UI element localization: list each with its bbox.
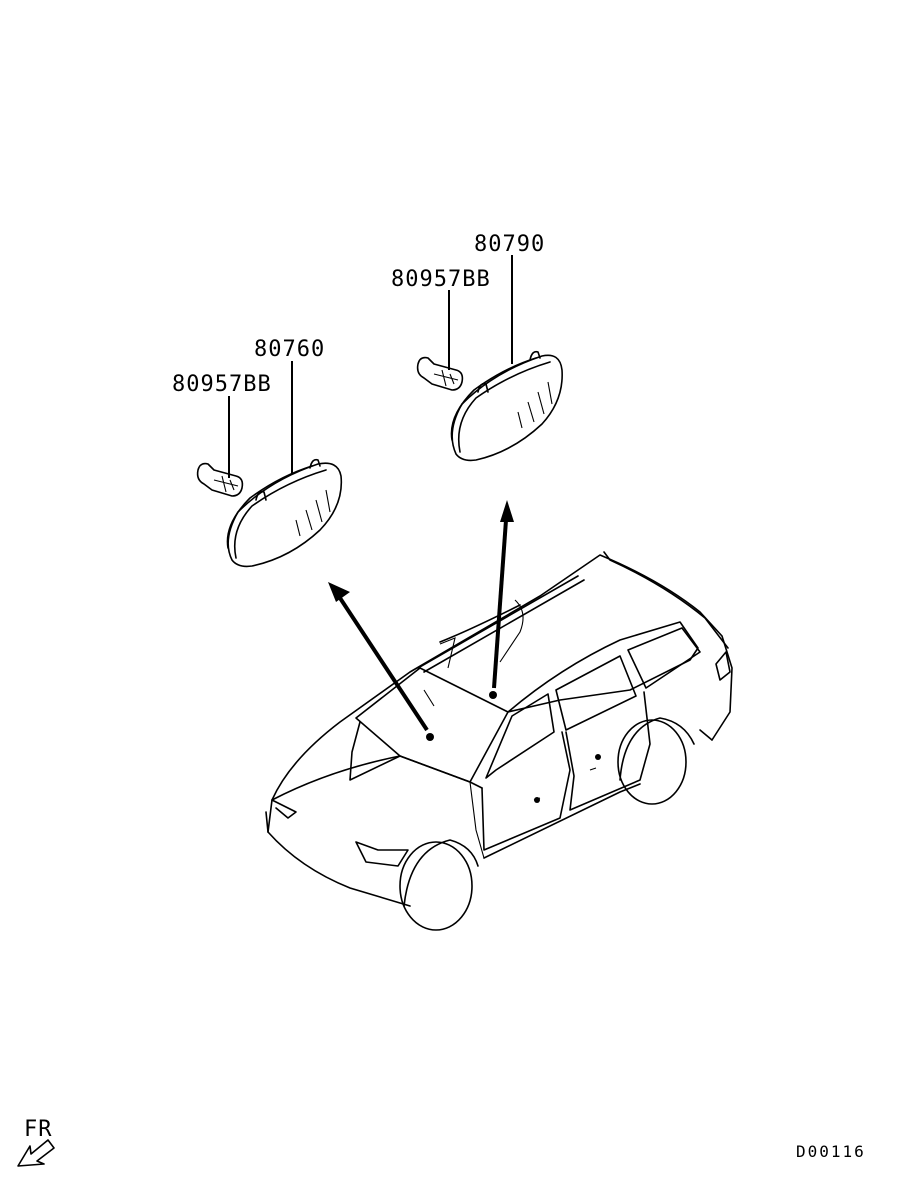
rear-lamp-mount-point (489, 691, 497, 699)
vehicle-outline (265, 551, 733, 931)
leader-lines (228, 255, 513, 478)
location-arrows (328, 500, 514, 732)
part-label-80957bb-rear: 80957BB (391, 267, 491, 292)
bulb-front (196, 462, 244, 497)
fr-label: FR (24, 1117, 53, 1142)
bulb-rear (416, 356, 464, 391)
front-lamp-mount-point (426, 733, 434, 741)
part-label-80957bb-front: 80957BB (172, 372, 272, 397)
front-map-lamp-assembly (196, 458, 343, 568)
front-direction-indicator: FR (17, 1117, 55, 1167)
front-arrow-icon (17, 1139, 55, 1167)
diagram-code: D00116 (796, 1142, 866, 1161)
part-label-80790: 80790 (474, 232, 545, 257)
part-label-80760: 80760 (254, 337, 325, 362)
rear-room-lamp-assembly (416, 350, 563, 462)
